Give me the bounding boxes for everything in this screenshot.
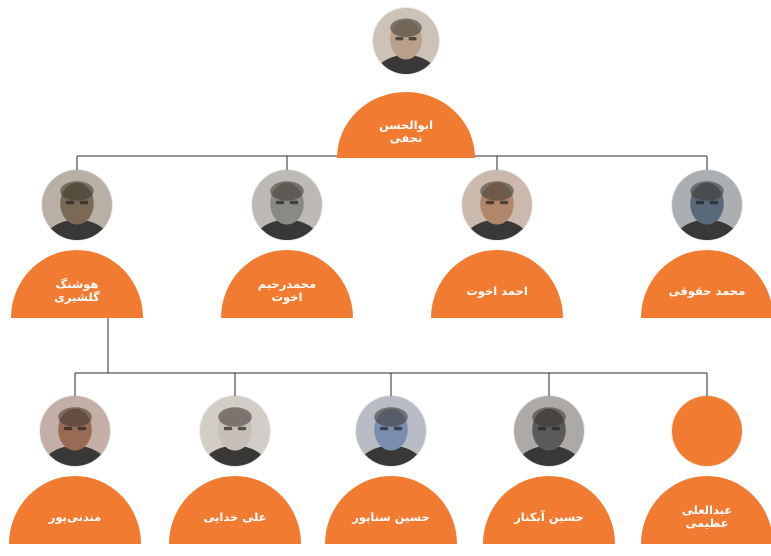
portrait-avatar — [356, 396, 426, 466]
person-name: مندنی‌پور — [48, 509, 102, 524]
person-name: احمد اخوت — [466, 283, 528, 298]
person-name: علی خدایی — [203, 509, 267, 524]
person-name: حسین سناپور — [352, 509, 430, 524]
person-name: ابوالحسن نجفی — [378, 118, 434, 145]
person-name: محمدرحیم اخوت — [257, 277, 317, 304]
portrait-avatar — [672, 170, 742, 240]
portrait-avatar — [514, 396, 584, 466]
portrait-avatar — [252, 170, 322, 240]
portrait-avatar — [40, 396, 110, 466]
person-name: حسین آبکنار — [514, 509, 584, 524]
placeholder-avatar — [672, 396, 742, 466]
portrait-avatar — [42, 170, 112, 240]
person-name: عبدالعلی عظیمی — [681, 503, 733, 530]
portrait-avatar — [200, 396, 270, 466]
portrait-avatar — [462, 170, 532, 240]
person-name: هوشنگ گلشیری — [54, 277, 100, 304]
portrait-avatar — [373, 8, 439, 74]
person-name: محمد حقوقی — [668, 283, 746, 298]
